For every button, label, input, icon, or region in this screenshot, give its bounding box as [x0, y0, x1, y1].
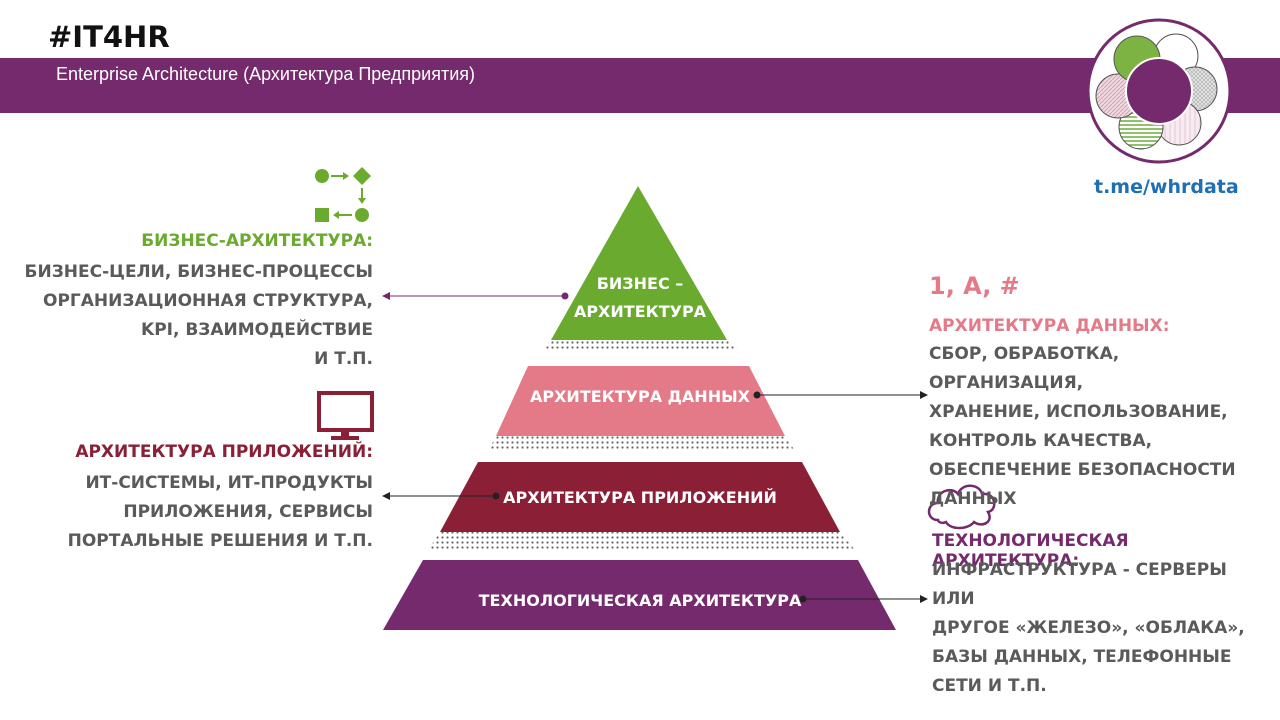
business-architecture-description: БИЗНЕС-ЦЕЛИ, БИЗНЕС-ПРОЦЕССЫ ОРГАНИЗАЦИО…	[25, 258, 373, 374]
flower-circles-logo	[1086, 18, 1232, 164]
description-line: СБОР, ОБРАБОТКА, ОРГАНИЗАЦИЯ,	[929, 344, 1120, 393]
technology-architecture-description: ИНФРАСТРУКТУРА - СЕРВЕРЫ ИЛИ ДРУГОЕ «ЖЕЛ…	[932, 556, 1272, 701]
application-architecture-heading: АРХИТЕКТУРА ПРИЛОЖЕНИЙ:	[75, 442, 373, 462]
description-line: ПОРТАЛЬНЫЕ РЕШЕНИЯ И Т.П.	[67, 531, 373, 551]
description-line: ДАННЫХ	[929, 489, 1017, 509]
description-line: ИТ-СИСТЕМЫ, ИТ-ПРОДУКТЫ	[85, 473, 373, 493]
pyramid-label-business-line2: АРХИТЕКТУРА	[574, 302, 707, 321]
description-line: КОНТРОЛЬ КАЧЕСТВА,	[929, 431, 1153, 451]
description-line: СЕТИ И Т.П.	[932, 676, 1047, 696]
arrow-applications	[382, 492, 500, 500]
description-line: ДРУГОЕ «ЖЕЛЕЗО», «ОБЛАКА»,	[932, 618, 1245, 638]
description-line: БИЗНЕС-ЦЕЛИ, БИЗНЕС-ПРОЦЕССЫ	[24, 262, 373, 282]
page-subtitle: Enterprise Architecture (Архитектура Пре…	[56, 64, 476, 84]
pyramid-level-data: АРХИТЕКТУРА ДАННЫХ	[496, 366, 785, 436]
pyramid-label-applications: АРХИТЕКТУРА ПРИЛОЖЕНИЙ	[503, 488, 777, 507]
monitor-icon	[317, 391, 374, 440]
description-line: БАЗЫ ДАННЫХ, ТЕЛЕФОННЫЕ	[932, 647, 1232, 667]
data-architecture-description: СБОР, ОБРАБОТКА, ОРГАНИЗАЦИЯ, ХРАНЕНИЕ, …	[929, 340, 1269, 514]
pyramid-level-applications: АРХИТЕКТУРА ПРИЛОЖЕНИЙ	[440, 462, 840, 532]
pyramid-label-data: АРХИТЕКТУРА ДАННЫХ	[530, 387, 751, 406]
application-architecture-description: ИТ-СИСТЕМЫ, ИТ-ПРОДУКТЫ ПРИЛОЖЕНИЯ, СЕРВ…	[68, 469, 373, 556]
technology-architecture-heading: ТЕХНОЛОГИЧЕСКАЯ АРХИТЕКТУРА:	[932, 531, 1129, 571]
pyramid-level-technology: ТЕХНОЛОГИЧЕСКАЯ АРХИТЕКТУРА	[383, 560, 896, 630]
arrow-data	[753, 391, 928, 399]
header-band	[0, 58, 1280, 113]
data-symbols: 1, A, #	[929, 272, 1020, 300]
description-line: KPI, ВЗАИМОДЕЙСТВИЕ	[141, 320, 373, 340]
arrow-business	[382, 292, 569, 300]
description-line: ИНФРАСТРУКТУРА - СЕРВЕРЫ ИЛИ	[932, 560, 1227, 609]
description-line: ХРАНЕНИЕ, ИСПОЛЬЗОВАНИЕ,	[929, 402, 1228, 422]
pyramid-level-business: БИЗНЕС – АРХИТЕКТУРА	[551, 186, 727, 340]
hashtag-title: #IT4HR	[48, 20, 170, 54]
pyramid-separator	[488, 436, 795, 451]
pyramid-label-technology: ТЕХНОЛОГИЧЕСКАЯ АРХИТЕКТУРА	[479, 591, 802, 610]
description-line: ОБЕСПЕЧЕНИЕ БЕЗОПАСНОСТИ	[929, 460, 1236, 480]
description-line: ОРГАНИЗАЦИОННАЯ СТРУКТУРА,	[43, 291, 373, 311]
description-line: И Т.П.	[314, 349, 373, 369]
data-architecture-heading: АРХИТЕКТУРА ДАННЫХ:	[929, 316, 1170, 336]
process-flow-icon	[315, 167, 371, 222]
pyramid-separator	[541, 340, 740, 351]
pyramid-separator	[428, 532, 855, 550]
pyramid-label-business-line1: БИЗНЕС –	[597, 274, 684, 293]
business-architecture-heading: БИЗНЕС-АРХИТЕКТУРА:	[141, 231, 373, 251]
telegram-link[interactable]: t.me/whrdata	[1094, 176, 1239, 198]
arrow-technology	[799, 595, 928, 603]
description-line: ПРИЛОЖЕНИЯ, СЕРВИСЫ	[123, 502, 373, 522]
cloud-icon	[927, 484, 996, 530]
